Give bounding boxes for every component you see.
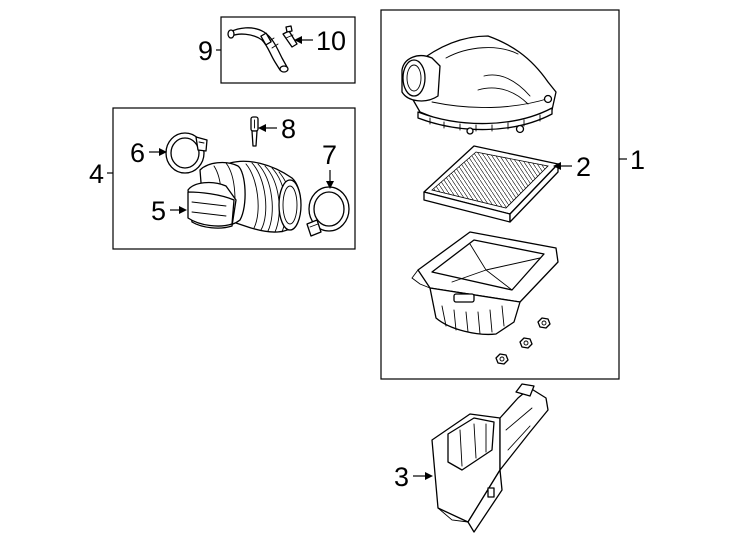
group-box-4 xyxy=(112,107,356,250)
air-cleaner-lower-housing[interactable] xyxy=(411,231,559,336)
leader-arrow-6 xyxy=(149,148,167,156)
callout-9: 9 xyxy=(198,36,213,66)
callout-8: 8 xyxy=(281,114,296,144)
callout-3: 3 xyxy=(394,462,409,492)
connector-part-10[interactable] xyxy=(282,25,298,48)
callout-6: 6 xyxy=(130,138,145,168)
leader-arrow-5 xyxy=(170,206,187,214)
filter-element-part-2[interactable] xyxy=(423,145,559,223)
callout-1: 1 xyxy=(630,145,645,175)
bracket-part-3[interactable] xyxy=(431,383,549,533)
leader-arrow-8 xyxy=(258,124,277,132)
leader-arrow-7 xyxy=(326,170,334,189)
group-box-1 xyxy=(380,9,620,380)
clamp-part-7[interactable] xyxy=(306,186,350,237)
air-cleaner-cover[interactable] xyxy=(401,35,557,135)
breather-hose-part-9[interactable] xyxy=(227,27,289,73)
leader-arrow-2 xyxy=(553,162,572,170)
leader-arrow-3 xyxy=(413,472,433,480)
callout-5: 5 xyxy=(151,196,166,226)
callout-10: 10 xyxy=(316,26,346,56)
air-duct-part-5[interactable] xyxy=(187,160,302,233)
callout-4: 4 xyxy=(89,159,104,189)
hardware-nuts[interactable] xyxy=(495,317,551,365)
callout-7: 7 xyxy=(322,140,337,170)
sensor-part-8[interactable] xyxy=(250,116,259,147)
callout-2: 2 xyxy=(576,152,591,182)
clamp-part-6[interactable] xyxy=(165,132,208,174)
leader-arrow-10 xyxy=(294,36,313,44)
